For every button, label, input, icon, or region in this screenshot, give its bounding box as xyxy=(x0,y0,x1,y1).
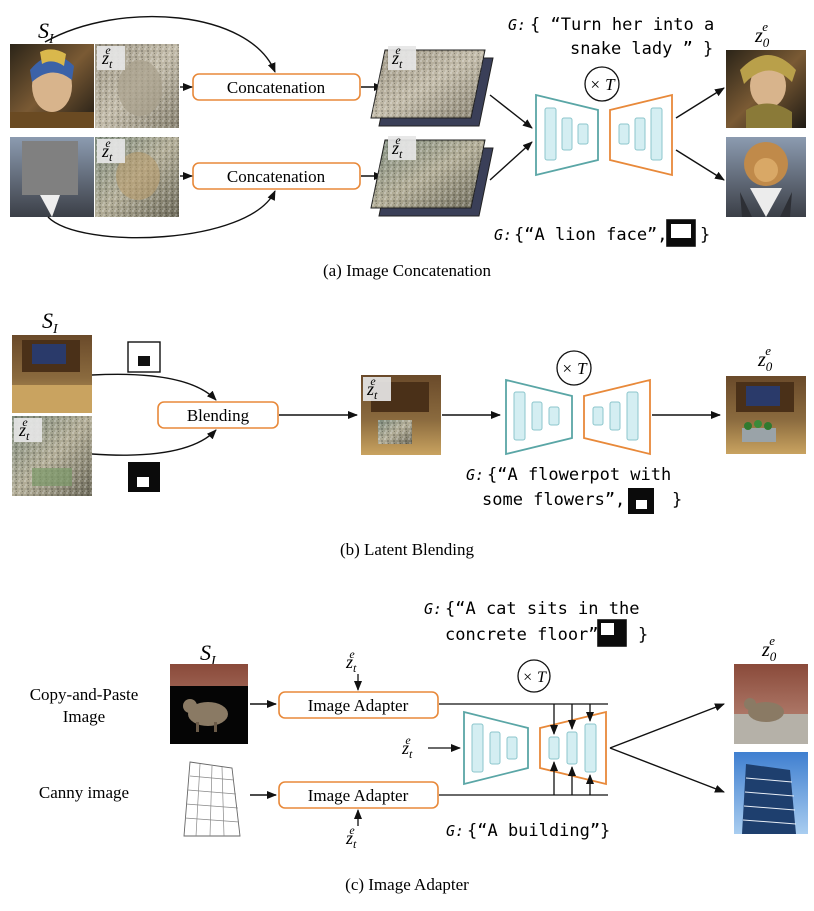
image-adapter-box-bottom xyxy=(278,781,439,809)
mask-icon-a xyxy=(666,219,696,247)
prompt-c-top-close: } xyxy=(638,625,648,645)
output-image-snake-lady xyxy=(726,50,806,128)
image-adapter-label-top: Image Adapter xyxy=(308,696,409,715)
mask-icon-b-prompt xyxy=(628,488,654,514)
svg-text:zte: zte xyxy=(391,133,403,161)
prompt-c-top-line1: {“A cat sits in the xyxy=(445,599,639,619)
prompt-b-line2: some flowers”, xyxy=(482,490,625,510)
output-image-lion-face xyxy=(726,137,806,217)
svg-text:× T: × T xyxy=(589,75,616,94)
svg-text:zte: zte xyxy=(391,43,403,71)
unet-b xyxy=(505,378,651,456)
svg-text:zte: zte xyxy=(101,136,113,164)
prompt-b-line1: {“A flowerpot with xyxy=(487,465,671,485)
prompt-c-bottom: {“A building”} xyxy=(467,821,610,841)
input-image-living-room xyxy=(12,335,92,413)
concatenated-latent-bottom: zte xyxy=(370,133,494,217)
output-image-cat xyxy=(734,664,808,744)
z0-label-b: z0e xyxy=(757,343,773,374)
s-i-label-a: SI xyxy=(38,18,55,47)
g-prefix-c-bottom: G: xyxy=(446,822,464,840)
caption-c: (c) Image Adapter xyxy=(345,875,469,894)
z0-label-c: z0e xyxy=(761,633,777,664)
noisy-latent-room: zte xyxy=(12,415,92,496)
prompt-a-top-line2: snake lady ” } xyxy=(570,39,713,59)
mask-icon-c xyxy=(597,619,627,647)
concatenation-box-top xyxy=(192,73,361,101)
input-image-masked-suit xyxy=(10,137,94,217)
g-prefix-b: G: xyxy=(466,466,484,484)
noisy-latent-suit: zte xyxy=(95,136,179,217)
caption-a: (a) Image Concatenation xyxy=(323,261,492,280)
concatenation-label-top: Concatenation xyxy=(227,78,326,97)
z0-label-a: z0e xyxy=(754,19,770,50)
prompt-a-bottom: {“A lion face”, xyxy=(514,225,668,245)
loop-times-t-a: × T xyxy=(584,66,620,102)
concatenated-latent-top: zte xyxy=(370,43,494,127)
g-prefix-a-bottom: G: xyxy=(494,226,512,244)
prompt-c-top-line2: concrete floor”, xyxy=(445,625,609,645)
svg-text:× T: × T xyxy=(522,669,547,686)
g-prefix-a-top: G: xyxy=(508,16,526,34)
concatenation-label-bottom: Concatenation xyxy=(227,167,326,186)
concatenation-box-bottom xyxy=(192,162,361,190)
mask-icon-b xyxy=(128,462,160,492)
input-image-canny-building xyxy=(176,758,248,838)
blending-box xyxy=(157,401,279,429)
loop-times-t-c: × T xyxy=(517,659,551,693)
input-image-copy-paste-cat xyxy=(170,664,248,744)
input-label-copy-paste-line1: Copy-and-Paste xyxy=(30,685,139,704)
noisy-latent-girl: zte xyxy=(95,43,179,128)
prompt-b-close: } xyxy=(672,490,682,510)
svg-text:zte: zte xyxy=(18,415,30,443)
blending-label: Blending xyxy=(187,406,250,425)
loop-times-t-b: × T xyxy=(556,350,592,386)
svg-text:zte: zte xyxy=(366,374,378,402)
svg-text:zte: zte xyxy=(101,43,113,71)
prompt-a-top-line1: { “Turn her into a xyxy=(530,15,714,35)
input-image-girl-pearl xyxy=(10,44,94,128)
mask-icon-b-inverse xyxy=(127,341,161,373)
input-label-copy-paste-line2: Image xyxy=(63,707,105,726)
unet-a xyxy=(535,93,673,177)
caption-b: (b) Latent Blending xyxy=(340,540,475,559)
unet-c xyxy=(463,710,607,786)
image-adapter-box-top xyxy=(278,691,439,719)
input-label-canny: Canny image xyxy=(39,783,129,802)
prompt-a-bottom-close: } xyxy=(700,225,710,245)
output-image-building xyxy=(734,752,808,834)
s-i-label-c: SI xyxy=(200,640,217,669)
svg-text:× T: × T xyxy=(561,359,588,378)
image-adapter-label-bottom: Image Adapter xyxy=(308,786,409,805)
zt-label-c-top: zte xyxy=(345,647,357,675)
zt-label-c-bottom: zte xyxy=(345,823,357,851)
zt-label-c-unet: zte xyxy=(401,733,413,761)
blended-latent: zte xyxy=(361,374,441,455)
g-prefix-c-top: G: xyxy=(424,600,442,618)
s-i-label-b: SI xyxy=(42,308,59,337)
output-image-flowerpot xyxy=(726,376,806,454)
